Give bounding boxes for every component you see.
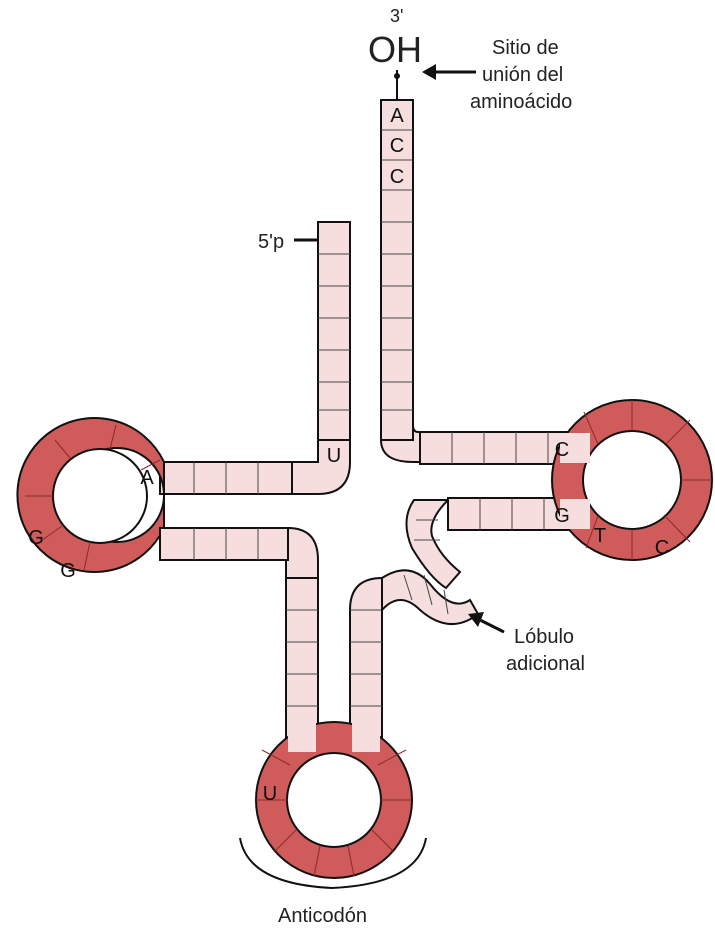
- base-d-loop-a: A: [140, 467, 154, 489]
- label-five-prime: 5'p: [258, 231, 284, 253]
- base-acceptor-u: U: [327, 445, 341, 467]
- d-arm-stem-top: [160, 462, 292, 494]
- base-anticodon-u: U: [263, 783, 277, 805]
- base-t-arm-g: G: [554, 505, 570, 527]
- label-anticodon: Anticodón: [278, 905, 367, 927]
- anticodon-elbow-left: [286, 528, 318, 580]
- anticodon-stem-right: [350, 578, 382, 738]
- anticodon-stem-left: [286, 578, 318, 738]
- base-t-loop-t: T: [594, 525, 606, 547]
- label-site-line3: aminoácido: [470, 91, 572, 113]
- label-site-line2: unión del: [482, 64, 563, 86]
- base-acceptor-a: A: [390, 105, 404, 127]
- base-d-loop-g2: G: [60, 560, 76, 582]
- d-arm-stem-bottom: [160, 528, 290, 560]
- base-acceptor-c1: C: [390, 135, 404, 157]
- anticodon-loop: [256, 722, 412, 878]
- site-arrow: [422, 64, 476, 80]
- base-t-arm-c: C: [555, 439, 569, 461]
- label-three-prime: 3': [390, 6, 403, 26]
- t-loop: [552, 400, 712, 560]
- base-d-loop-g1: G: [28, 527, 44, 549]
- base-acceptor-c2: C: [390, 166, 404, 188]
- acceptor-stem-5prime: [318, 222, 350, 440]
- label-site-line1: Sitio de: [492, 37, 559, 59]
- label-lobe-line1: Lóbulo: [514, 626, 574, 648]
- lobe-arrow: [468, 612, 504, 632]
- base-t-loop-c: C: [655, 537, 669, 559]
- label-oh: OH: [368, 29, 422, 70]
- three-prime-terminal: [394, 70, 400, 100]
- label-lobe-line2: adicional: [506, 653, 585, 675]
